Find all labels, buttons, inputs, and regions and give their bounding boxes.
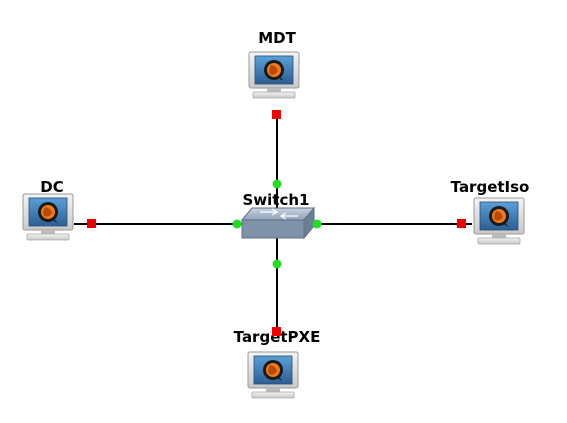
host-label-dc: DC bbox=[40, 178, 63, 196]
port-status-indicators bbox=[87, 110, 466, 336]
host-label-targetiso: TargetIso bbox=[451, 178, 530, 196]
host-node-targetpxe[interactable]: TargetPXE bbox=[234, 328, 321, 399]
port-status-stopped-dc bbox=[87, 219, 96, 228]
qemu-host-icon bbox=[247, 351, 299, 399]
qemu-host-icon bbox=[248, 51, 300, 99]
port-status-stopped-targetpxe bbox=[272, 327, 281, 336]
host-label-mdt: MDT bbox=[258, 29, 296, 47]
port-status-started-switch-mdt bbox=[272, 179, 282, 189]
port-status-started-switch-targetpxe bbox=[272, 259, 282, 269]
switch-node[interactable]: Switch1 bbox=[240, 191, 316, 240]
qemu-host-icon bbox=[473, 197, 525, 245]
port-status-started-switch-dc bbox=[232, 219, 242, 229]
host-node-dc[interactable]: DC bbox=[22, 178, 74, 241]
switch-label: Switch1 bbox=[243, 191, 310, 209]
port-status-started-switch-targetiso bbox=[312, 219, 322, 229]
host-label-targetpxe: TargetPXE bbox=[234, 328, 321, 346]
port-status-stopped-mdt bbox=[272, 110, 281, 119]
ethernet-switch-icon bbox=[240, 206, 316, 240]
port-status-stopped-targetiso bbox=[457, 219, 466, 228]
qemu-host-icon bbox=[22, 193, 74, 241]
host-node-mdt[interactable]: MDT bbox=[248, 29, 300, 99]
host-node-targetiso[interactable]: TargetIso bbox=[451, 178, 530, 245]
